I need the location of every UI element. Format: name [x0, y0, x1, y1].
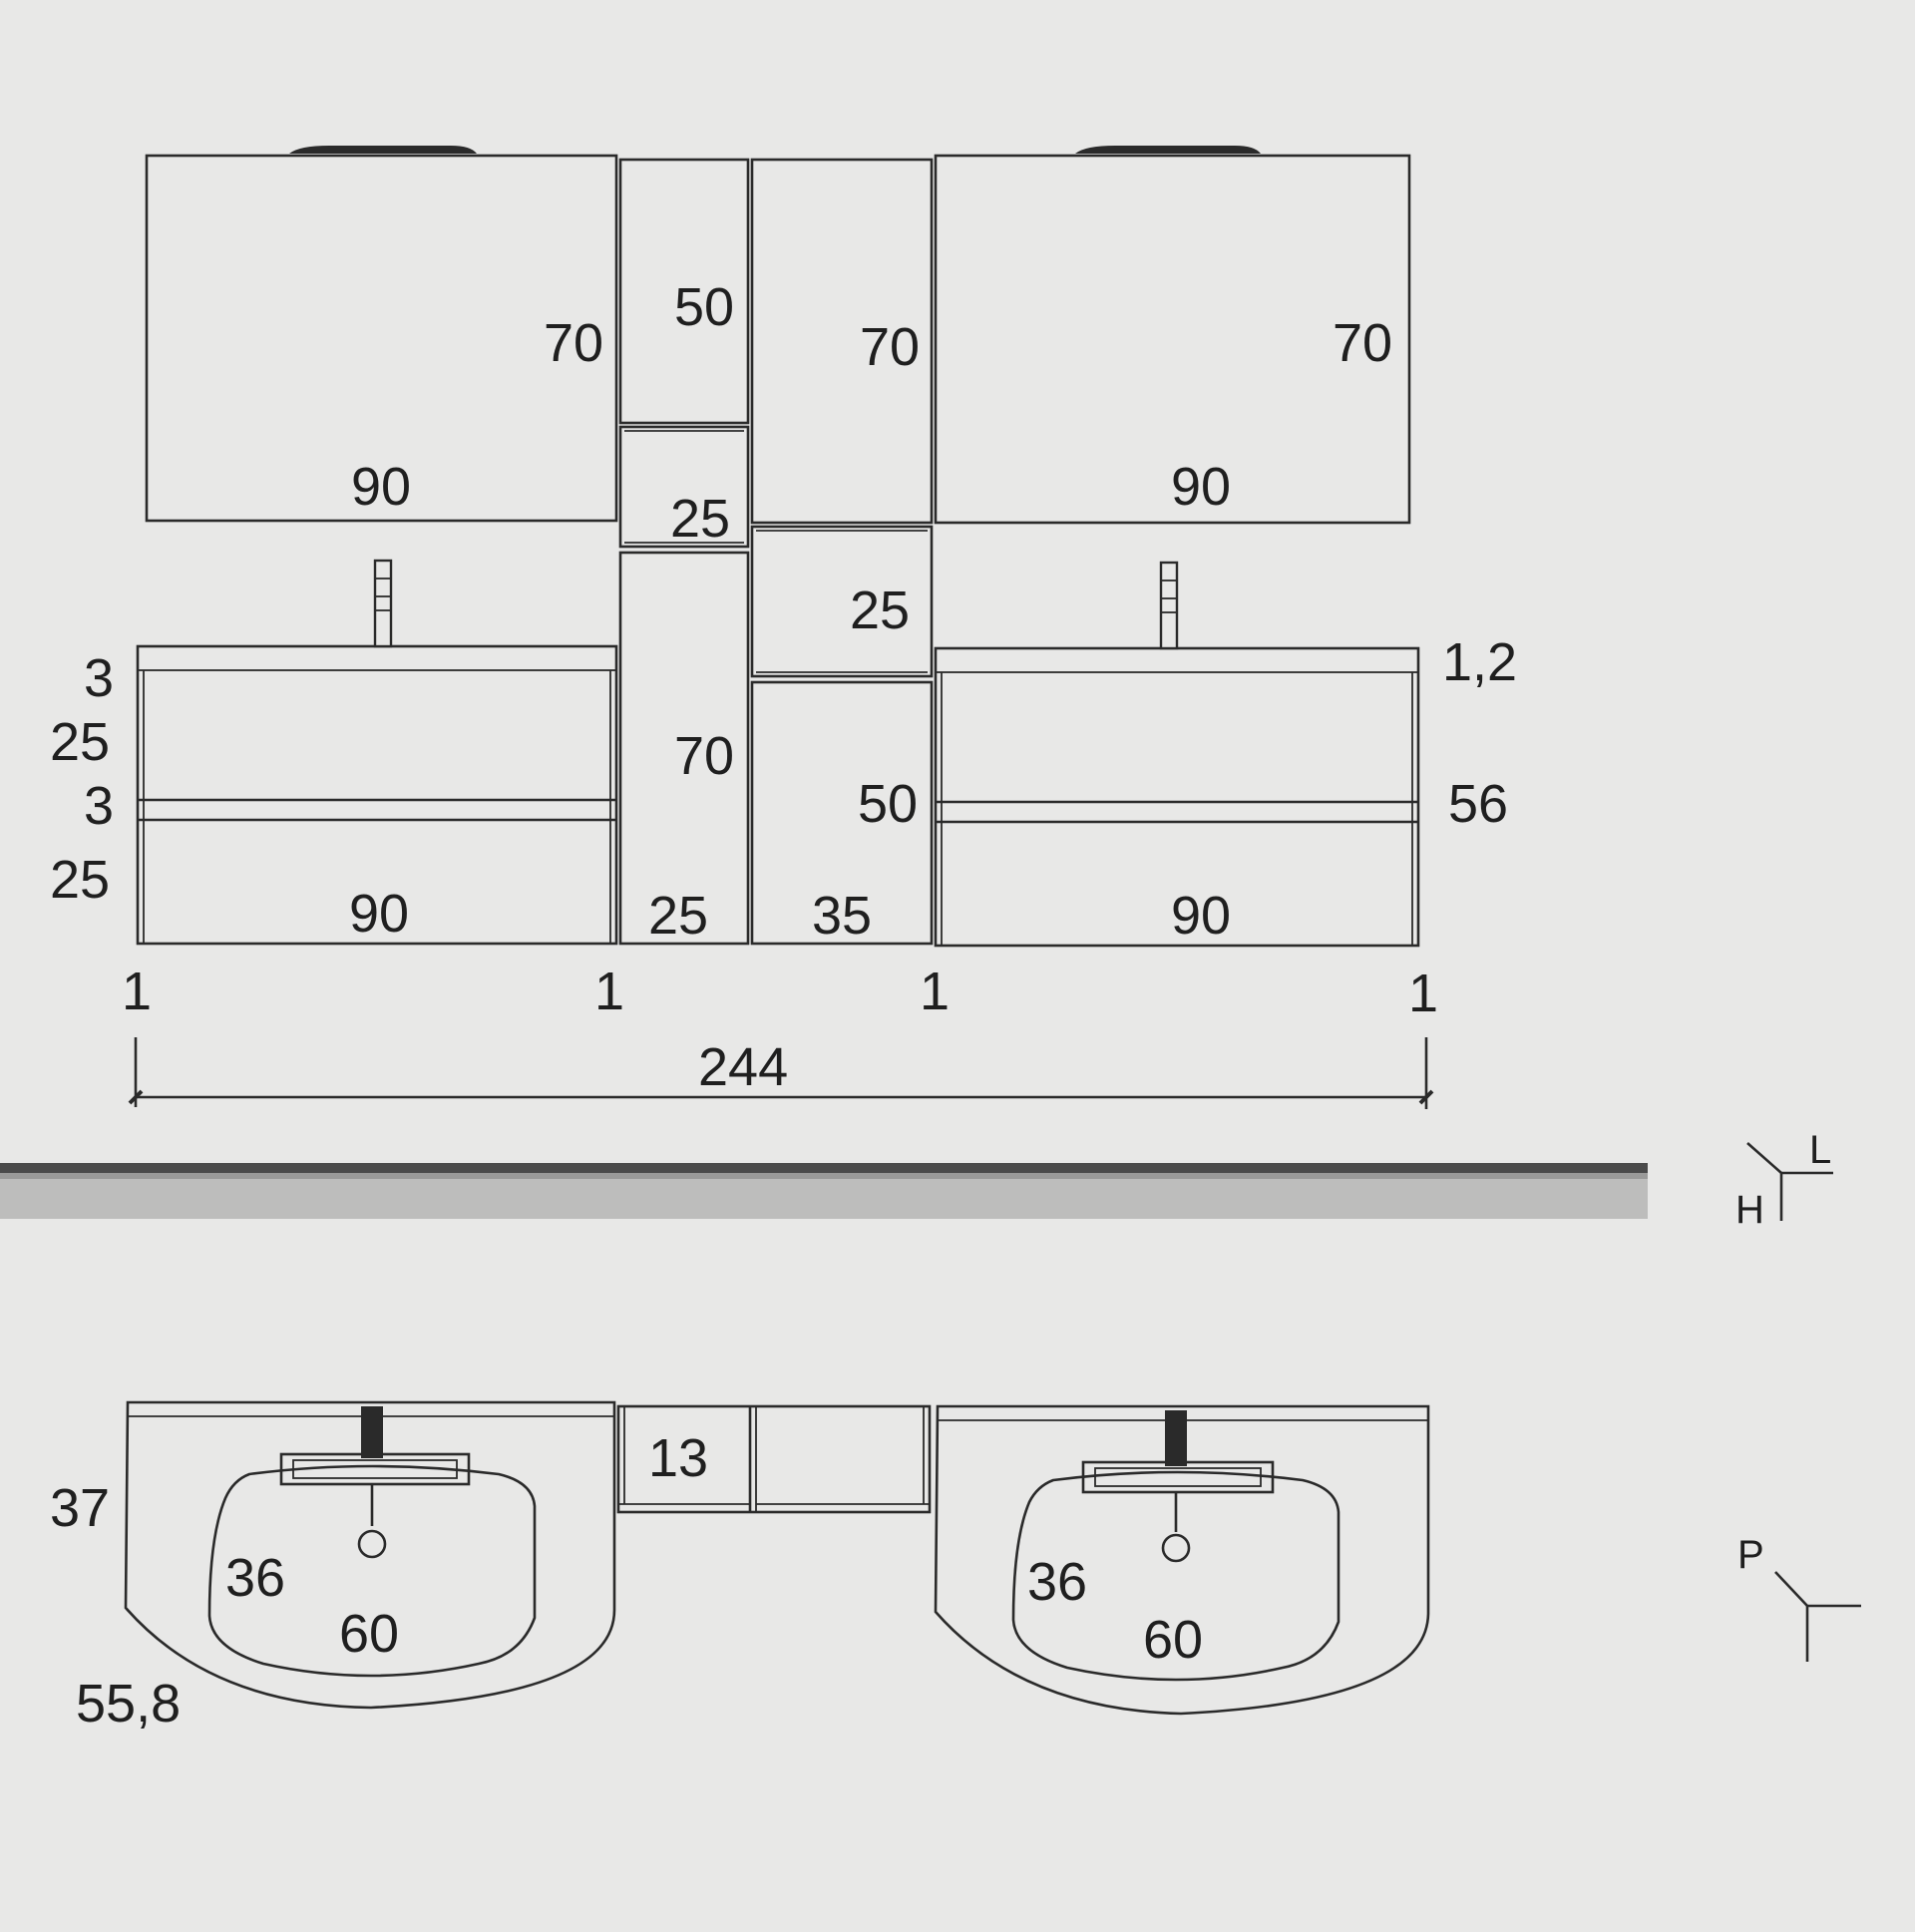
label-left-top-depth: 37: [50, 1478, 110, 1538]
label-right-basin-depth: 36: [1027, 1552, 1087, 1612]
columns-plan: [616, 1404, 932, 1514]
right-basin: [1011, 1470, 1340, 1682]
axis-indicator-plan: P: [1737, 1533, 1861, 1662]
label-left-height-2: 3: [84, 776, 114, 836]
right-cabinet-light: [1075, 146, 1261, 154]
right-faucet: [1159, 561, 1179, 650]
label-left-basin-depth: 36: [225, 1548, 285, 1608]
label-left-basin-width: 60: [339, 1604, 399, 1664]
label-right-vanity-width: 90: [1171, 886, 1231, 946]
label-column-depth: 13: [648, 1428, 708, 1488]
label-column-right-shelf-height: 25: [850, 580, 910, 640]
label-right-basin-width: 60: [1143, 1610, 1203, 1670]
label-overall-width: 244: [698, 1037, 788, 1097]
label-left-cabinet-width: 90: [351, 457, 411, 517]
left-drain: [357, 1529, 387, 1559]
open-shelf-upper: [618, 425, 750, 549]
label-right-total-height: 56: [1448, 774, 1508, 834]
section-divider: [0, 1163, 1648, 1219]
right-vanity-plan: [934, 1404, 1430, 1716]
axis-label-p: P: [1737, 1533, 1764, 1577]
tall-unit-top: [750, 158, 934, 525]
label-niche-top-height: 50: [674, 277, 734, 337]
label-column-left-width: 25: [648, 886, 708, 946]
front-view: 70 90 50 25 70 70 90 25 70 50 90 25 35 9…: [50, 146, 1517, 1109]
left-wall-cabinet: [145, 154, 618, 523]
column-left: [618, 551, 750, 946]
left-vanity-plan: [124, 1400, 616, 1710]
axis-label-l: L: [1809, 1128, 1831, 1172]
label-gap-3: 1: [1408, 964, 1438, 1023]
label-gap-1: 1: [594, 962, 624, 1021]
label-left-total-depth: 55,8: [76, 1674, 181, 1734]
left-vanity: [136, 559, 618, 946]
label-right-cabinet-height: 70: [1333, 313, 1392, 373]
label-gap-2: 1: [920, 962, 950, 1021]
label-left-cabinet-height: 70: [544, 313, 603, 373]
axis-label-h: H: [1735, 1188, 1764, 1232]
right-drain: [1161, 1533, 1191, 1563]
plan-view: 37 36 60 55,8 13 36 60: [50, 1400, 1430, 1734]
label-left-height-3: 25: [50, 850, 110, 910]
label-open-shelf-left-height: 25: [670, 489, 730, 549]
left-faucet: [373, 559, 393, 648]
label-tall-unit-top-height: 70: [860, 317, 920, 377]
label-right-top-thickness: 1,2: [1442, 632, 1517, 692]
label-column-left-height: 70: [674, 726, 734, 786]
right-wall-cabinet: [934, 154, 1411, 525]
axis-indicator-front: L H: [1735, 1128, 1833, 1232]
right-vanity: [934, 561, 1420, 948]
label-right-cabinet-width: 90: [1171, 457, 1231, 517]
label-column-right-width: 35: [812, 886, 872, 946]
label-column-right-cabinet-height: 50: [858, 774, 918, 834]
left-cabinet-light: [289, 146, 477, 154]
open-shelf-lower: [750, 525, 934, 678]
label-gap-0: 1: [122, 962, 152, 1021]
overall-width-dimension: [128, 1037, 1434, 1109]
column-right-cabinet: [750, 680, 934, 946]
left-basin: [207, 1464, 537, 1678]
niche-top: [618, 158, 750, 425]
label-left-height-0: 3: [84, 648, 114, 708]
label-left-vanity-width: 90: [349, 884, 409, 944]
label-left-height-1: 25: [50, 712, 110, 772]
